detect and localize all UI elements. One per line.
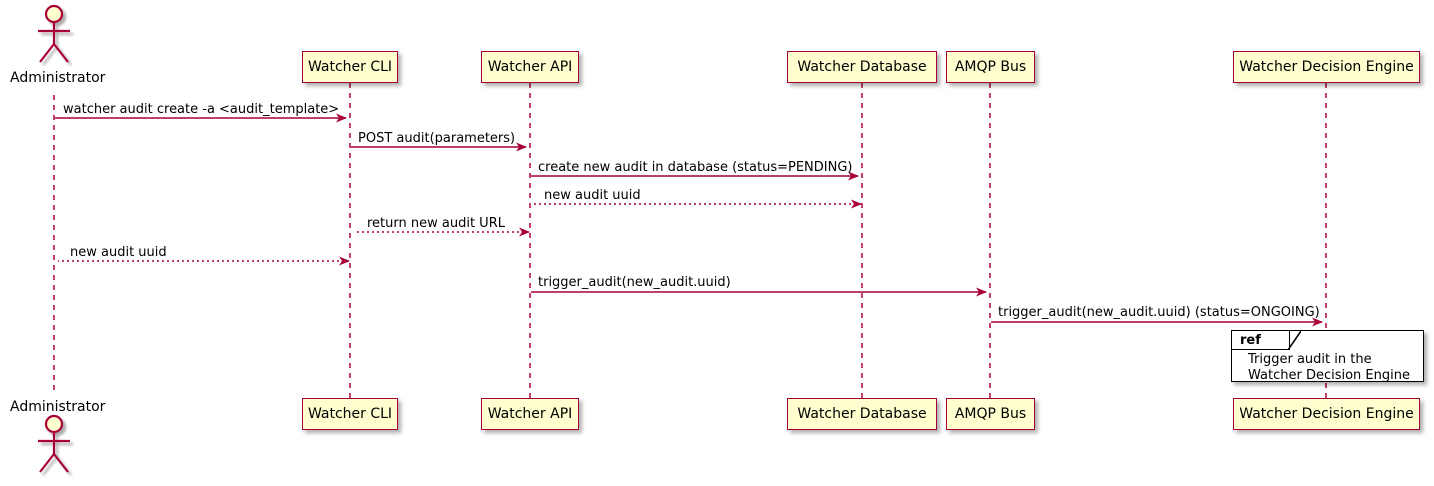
participant-label: Watcher CLI: [307, 406, 393, 422]
ref-fragment: ref Trigger audit in the Watcher Decisio…: [1231, 330, 1424, 384]
participant-label: AMQP Bus: [954, 59, 1027, 75]
lifelines: [53, 83, 1327, 398]
participant-label: Watcher CLI: [307, 59, 393, 75]
participant-box-watcher-api-bottom[interactable]: Watcher API: [481, 398, 579, 430]
participant-label: Watcher API: [487, 59, 573, 75]
participant-label: Watcher Database: [797, 406, 927, 422]
participant-box-watcher-decision-engine-bottom[interactable]: Watcher Decision Engine: [1233, 398, 1420, 430]
participant-box-watcher-cli-top[interactable]: Watcher CLI: [302, 51, 398, 83]
participant-box-watcher-decision-engine-top[interactable]: Watcher Decision Engine: [1233, 51, 1420, 83]
message-label-2: POST audit(parameters): [358, 131, 516, 146]
actor-figure-bottom: [38, 414, 70, 473]
participant-box-watcher-cli-bottom[interactable]: Watcher CLI: [302, 398, 398, 430]
participant-label: Watcher Database: [797, 59, 927, 75]
participant-label: Watcher Decision Engine: [1239, 59, 1414, 75]
message-label-8: trigger_audit(new_audit.uuid) (status=ON…: [998, 305, 1320, 320]
participant-box-amqp-bus-top[interactable]: AMQP Bus: [946, 51, 1035, 83]
participant-box-watcher-database-bottom[interactable]: Watcher Database: [787, 398, 937, 430]
message-label-1: watcher audit create -a <audit_template>: [63, 102, 340, 117]
ref-fragment-body: Trigger audit in the Watcher Decision En…: [1232, 352, 1423, 384]
participant-label: Watcher Decision Engine: [1239, 406, 1414, 422]
actor-label-administrator-bottom: Administrator: [10, 399, 106, 415]
participant-box-watcher-api-top[interactable]: Watcher API: [481, 51, 579, 83]
ref-fragment-tag: ref: [1232, 331, 1290, 350]
actor-figure-top: [38, 4, 70, 63]
participant-box-watcher-database-top[interactable]: Watcher Database: [787, 51, 937, 83]
message-label-5: return new audit URL: [367, 216, 505, 231]
message-label-4: new audit uuid: [544, 188, 641, 203]
participant-label: Watcher API: [487, 406, 573, 422]
participant-box-amqp-bus-bottom[interactable]: AMQP Bus: [946, 398, 1035, 430]
ref-fragment-line-2: Watcher Decision Engine: [1248, 368, 1410, 383]
actor-label-administrator-top: Administrator: [10, 70, 106, 86]
message-label-3: create new audit in database (status=PEN…: [538, 160, 853, 175]
ref-fragment-notch: [1288, 331, 1301, 350]
message-label-6: new audit uuid: [70, 245, 167, 260]
participant-label: AMQP Bus: [954, 406, 1027, 422]
message-label-7: trigger_audit(new_audit.uuid): [538, 275, 731, 290]
ref-tag-label: ref: [1240, 332, 1261, 348]
ref-fragment-line-1: Trigger audit in the: [1248, 352, 1372, 367]
